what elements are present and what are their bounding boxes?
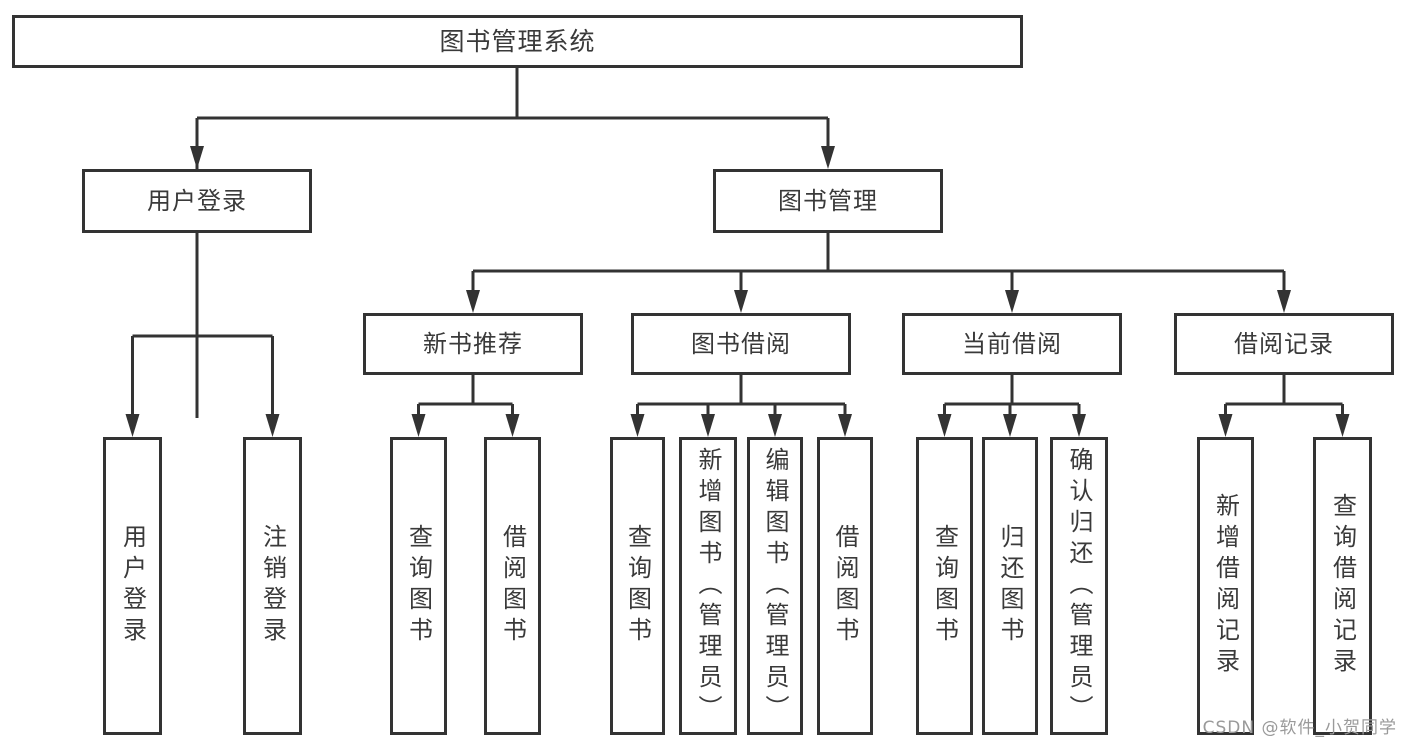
node-user-login: 用户登录 xyxy=(82,169,312,233)
node-book-borrow: 图书借阅 xyxy=(631,313,851,375)
arrowheads xyxy=(125,146,1350,437)
node-new-book-recommend: 新书推荐 xyxy=(363,313,583,375)
edge-userlogin-split xyxy=(131,233,274,418)
edge-records-split xyxy=(1224,375,1344,418)
node-leaf-user-login: 用户登录 xyxy=(103,437,162,735)
node-borrow-records: 借阅记录 xyxy=(1174,313,1394,375)
watermark-text: CSDN @软件_小贺同学 xyxy=(1202,718,1397,738)
node-leaf-records-query: 查询借阅记录 xyxy=(1313,437,1372,735)
node-leaf-borrow-add-admin: 新增图书（管理员） xyxy=(679,437,737,735)
node-leaf-borrow-query: 查询图书 xyxy=(610,437,665,735)
node-leaf-newbooks-query: 查询图书 xyxy=(390,437,447,735)
node-leaf-current-return: 归还图书 xyxy=(982,437,1038,735)
edge-root-split xyxy=(195,68,830,150)
node-book-management: 图书管理 xyxy=(713,169,943,233)
edge-newbooks-split xyxy=(417,375,514,418)
edge-currentborrow-split xyxy=(943,375,1081,418)
node-leaf-borrow-edit-admin: 编辑图书（管理员） xyxy=(747,437,803,735)
node-leaf-logout: 注销登录 xyxy=(243,437,302,735)
edge-bookmgmt-split xyxy=(471,233,1286,294)
node-current-borrow: 当前借阅 xyxy=(902,313,1122,375)
edge-bookborrow-split xyxy=(636,375,847,418)
node-leaf-current-confirm-admin: 确认归还（管理员） xyxy=(1050,437,1108,735)
node-leaf-current-query: 查询图书 xyxy=(916,437,973,735)
node-root-library-system: 图书管理系统 xyxy=(12,15,1023,68)
node-leaf-newbooks-borrow: 借阅图书 xyxy=(484,437,541,735)
node-leaf-records-add: 新增借阅记录 xyxy=(1197,437,1254,735)
node-leaf-borrow-borrow: 借阅图书 xyxy=(817,437,873,735)
